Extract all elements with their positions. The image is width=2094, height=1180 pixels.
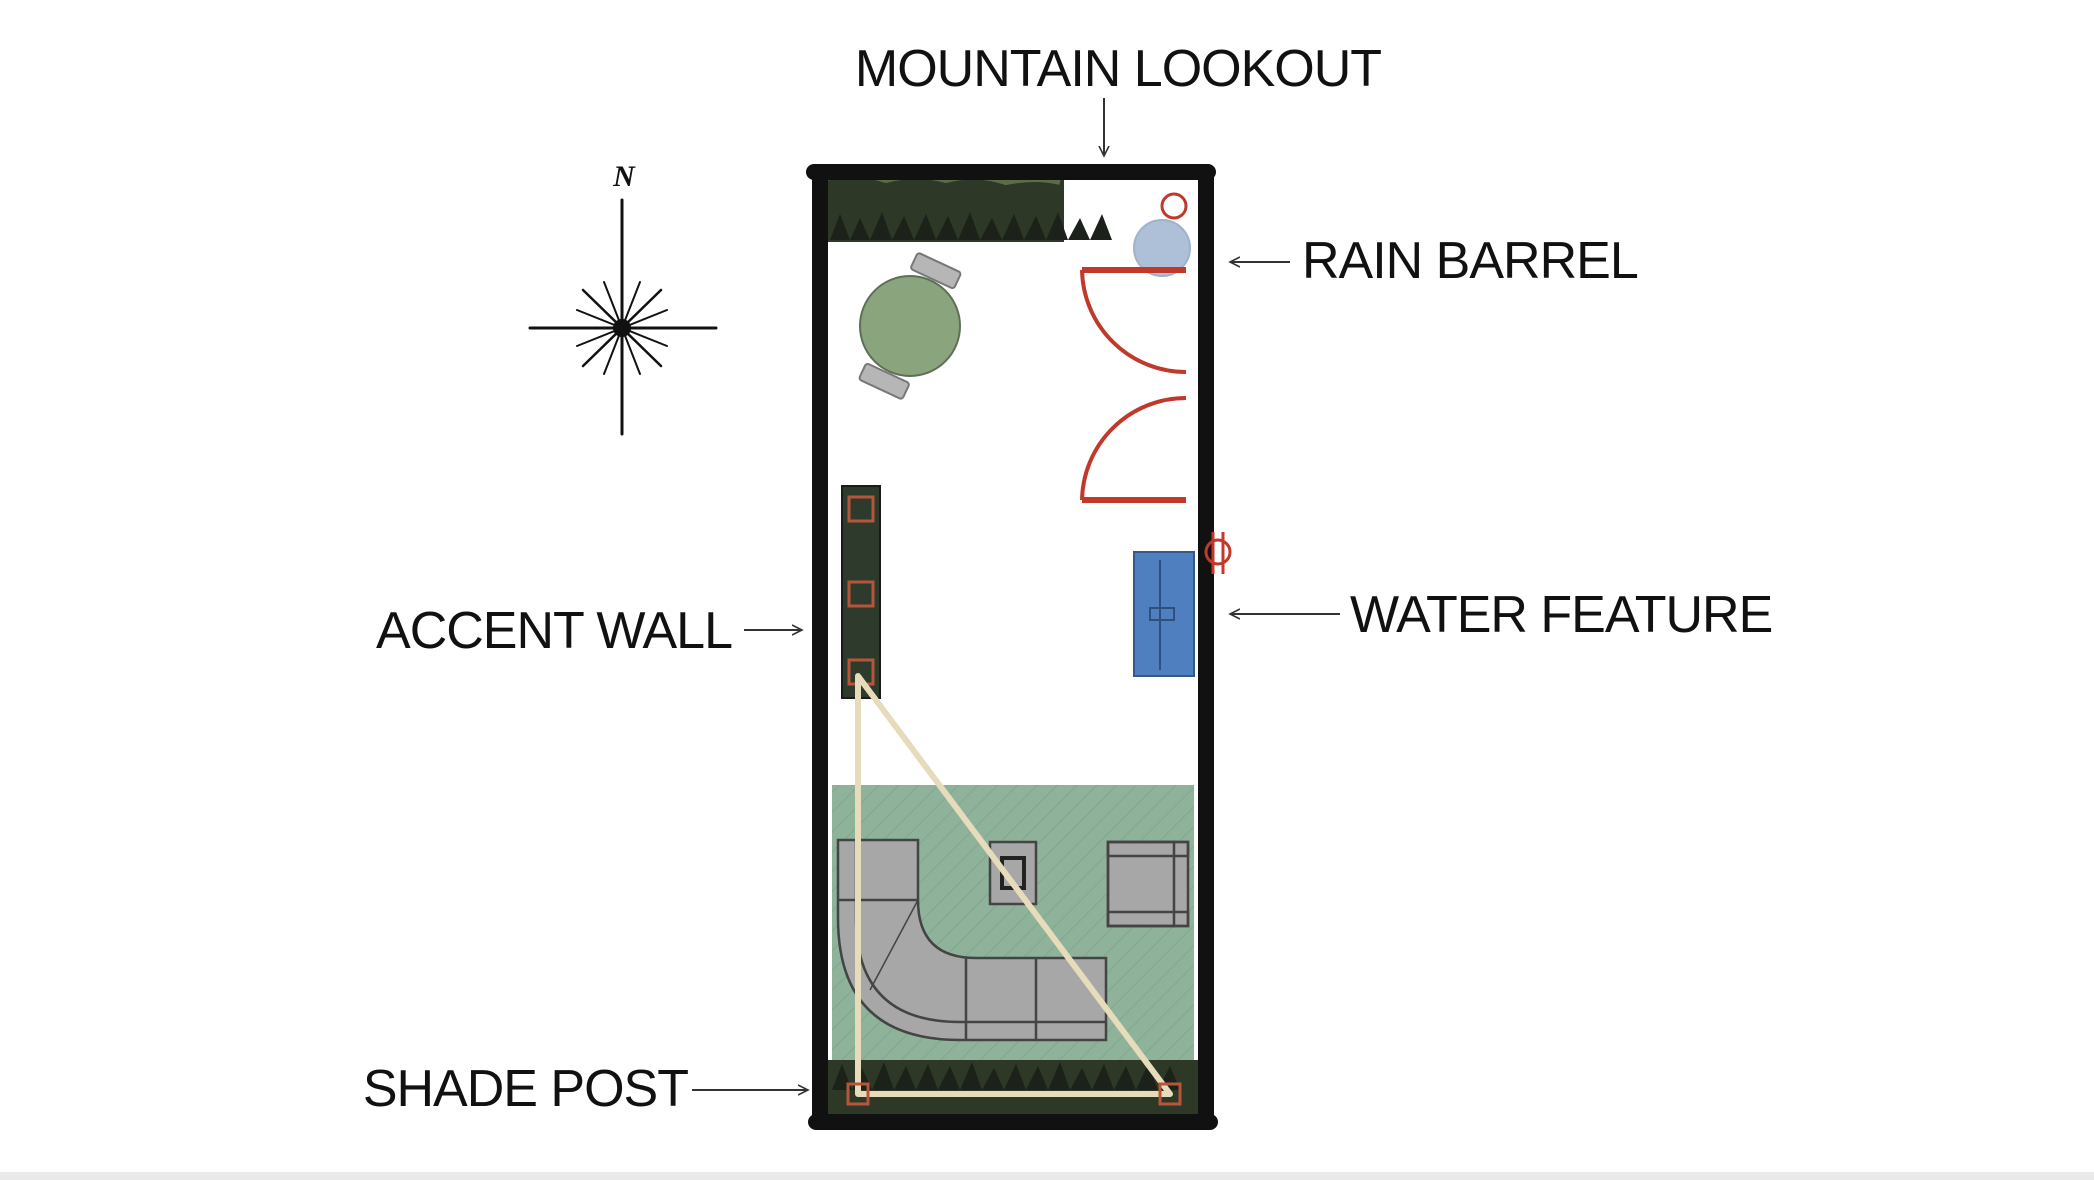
label-mountain-lookout: MOUNTAIN LOOKOUT [855, 40, 1381, 98]
label-shade-post: SHADE POST [363, 1060, 688, 1118]
label-accent-wall: ACCENT WALL [376, 602, 732, 660]
compass-star-icon [528, 198, 718, 436]
bistro-table [858, 252, 962, 400]
label-rain-barrel: RAIN BARREL [1302, 232, 1638, 290]
bottom-border [0, 1172, 2094, 1180]
north-label: N [612, 160, 636, 193]
door-swings [1080, 267, 1187, 503]
spigot-icon [1204, 532, 1232, 574]
armchair [1106, 840, 1190, 928]
perimeter-walls [806, 164, 1218, 1130]
callout-arrows [692, 98, 1340, 1090]
rain-barrel [1133, 192, 1191, 277]
accent-wall [841, 485, 881, 699]
shade-sail [855, 673, 1173, 1097]
side-table [988, 840, 1038, 906]
compass-rose: N [528, 160, 718, 436]
shade-posts [846, 1082, 1182, 1106]
water-feature [1133, 532, 1232, 677]
label-water-feature: WATER FEATURE [1350, 586, 1772, 644]
